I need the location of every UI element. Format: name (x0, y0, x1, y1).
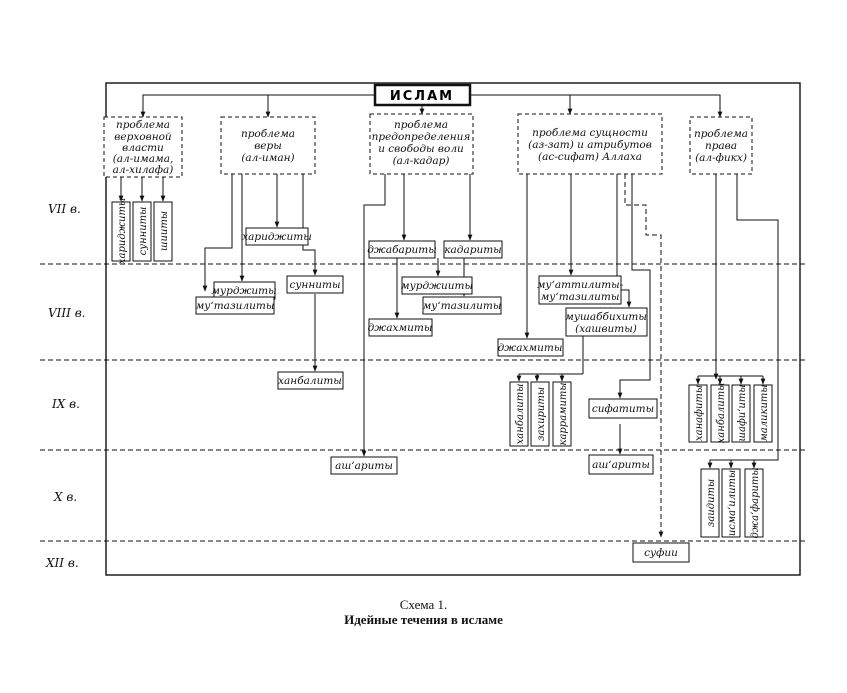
sect-box-sifatity (588, 398, 658, 419)
problem-power-l5: ал-хилафа) (113, 164, 174, 176)
century-label-ix: IX в. (51, 397, 80, 411)
problem-faith-l2: веры (254, 140, 282, 152)
sect-box-asharity-1 (330, 456, 398, 475)
sect-mushabbihity-l1: мушаббихиты (565, 311, 647, 323)
sect-dzhabarity: джабариты (367, 244, 437, 256)
sect-asharity-2: аш‘ариты (592, 459, 650, 471)
problem-essence-l3: (ас-сифат) Аллаха (538, 151, 642, 163)
century-label-xii: XII в. (45, 556, 79, 570)
century-label-vii: VII в. (48, 202, 81, 216)
sect-hanbality: ханбалиты (278, 375, 342, 387)
sect-dzhahmity-2: джахмиты (498, 342, 563, 354)
sect-box-sunnity (286, 275, 344, 294)
sect-box-hanbality (277, 371, 344, 390)
sect-zaidity: заидиты (706, 479, 717, 527)
sect-ismaility: исма‘илиты (727, 470, 738, 536)
sect-sunnity: сунниты (289, 279, 340, 291)
sect-shiity-v: шииты (159, 211, 170, 251)
problem-law-l2: права (705, 140, 737, 152)
sect-box-mutazility-1 (195, 296, 275, 315)
sect-sunnity-v: сунниты (138, 207, 149, 256)
problem-power-l1: проблема (116, 119, 170, 131)
sect-mushabbihity-l2: (хашвиты) (575, 323, 637, 335)
problem-law-l3: (ал-фикх) (695, 152, 747, 164)
sect-box-mutazility-2 (422, 296, 502, 315)
islam-root-label: ИСЛАМ (390, 89, 454, 104)
problem-predest-l3: и свободы воли (378, 143, 464, 155)
problem-law-l1: проблема (694, 128, 748, 140)
sect-box-shafiity (731, 384, 751, 443)
problem-predest-l2: предопределения (372, 131, 471, 143)
sect-haridzhity-v: хариджиты (117, 198, 128, 264)
problem-faith-l3: (ал-иман) (241, 152, 294, 164)
problem-box-predestination (369, 113, 474, 175)
century-label-viii: VIII в. (48, 306, 86, 320)
sect-murdzhity-2: мурджииты (401, 280, 473, 292)
sect-dzhahmity-1: джахмиты (368, 322, 433, 334)
sect-box-zaidity (700, 468, 720, 538)
problem-box-essence (517, 113, 663, 175)
sect-sufii: суфии (644, 547, 678, 559)
sect-box-haridzhity-v (111, 201, 131, 262)
sect-kadarity: кадариты (444, 244, 501, 256)
sect-zahirity: захириты (536, 387, 547, 441)
sect-box-haridzhity (245, 227, 309, 246)
sect-sifatity: сифатиты (592, 403, 654, 415)
sect-box-karramity (552, 381, 572, 447)
problem-power-l2: верховной (114, 131, 172, 143)
sect-box-shiity-v (153, 201, 173, 262)
sect-mutazility-2: му‘тазилиты (423, 300, 502, 312)
sect-box-kadarity (443, 240, 503, 259)
sect-muattility-l1: му‘аттилиты- (537, 279, 624, 291)
caption-title: Идейные течения в исламе (344, 612, 503, 627)
sect-box-hanbality-v (509, 381, 529, 447)
sect-box-malikity (753, 384, 773, 443)
sect-box-dzhabarity (368, 240, 436, 259)
sect-box-hanafity (688, 384, 708, 443)
diagram-frame (105, 82, 801, 576)
sect-shafiity: шафи‘иты (737, 385, 748, 442)
sect-karramity: каррамиты (558, 382, 569, 445)
problem-predest-l4: (ал-кадар) (393, 155, 450, 167)
sect-box-dzhafarity (744, 468, 764, 538)
century-label-x: X в. (53, 490, 77, 504)
problem-predest-l1: проблема (394, 119, 448, 131)
problem-faith-l1: проблема (241, 128, 295, 140)
sect-asharity-1: аш‘ариты (335, 460, 393, 472)
sect-box-sufii (632, 542, 690, 563)
sect-box-asharity-2 (588, 454, 654, 475)
sect-box-mushabbihity (565, 307, 648, 337)
sect-box-muattility (538, 275, 622, 305)
sect-malikity: маликиты (759, 384, 770, 441)
problem-essence-l1: проблема сущности (532, 127, 648, 139)
sect-dzhafarity: джа‘фариты (750, 467, 761, 538)
sect-box-dzhahmity-1 (368, 318, 433, 337)
sect-haridzhity: хариджиты (242, 231, 312, 243)
problem-power-l4: (ал-имама, (113, 153, 174, 165)
sect-mutazility-1: му‘тазилиты (196, 300, 275, 312)
sect-hanafity: ханафиты (694, 385, 705, 441)
sect-box-sunnity-v (132, 201, 152, 262)
sect-box-zahirity (530, 381, 550, 447)
sect-muattility-l2: му‘тазилиты (541, 291, 620, 303)
sect-box-murdzhity-2 (401, 276, 473, 295)
problem-essence-l2: (аз-зат) и атрибутов (528, 139, 652, 151)
caption-scheme-number: Схема 1. (399, 597, 448, 612)
sect-box-dzhahmity-2 (497, 338, 564, 357)
sect-box-hanbality-v2 (710, 384, 730, 443)
sect-box-ismaility (721, 468, 741, 538)
problem-box-power (103, 116, 183, 178)
problem-power-l3: власти (122, 142, 164, 154)
problem-box-law (689, 116, 753, 175)
problem-box-faith (220, 116, 316, 175)
sect-murdzhity-1: мурджиты (211, 285, 276, 297)
sect-hanbality-v2: ханбалиты (716, 383, 727, 444)
sect-hanbality-v: ханбалиты (515, 384, 526, 445)
